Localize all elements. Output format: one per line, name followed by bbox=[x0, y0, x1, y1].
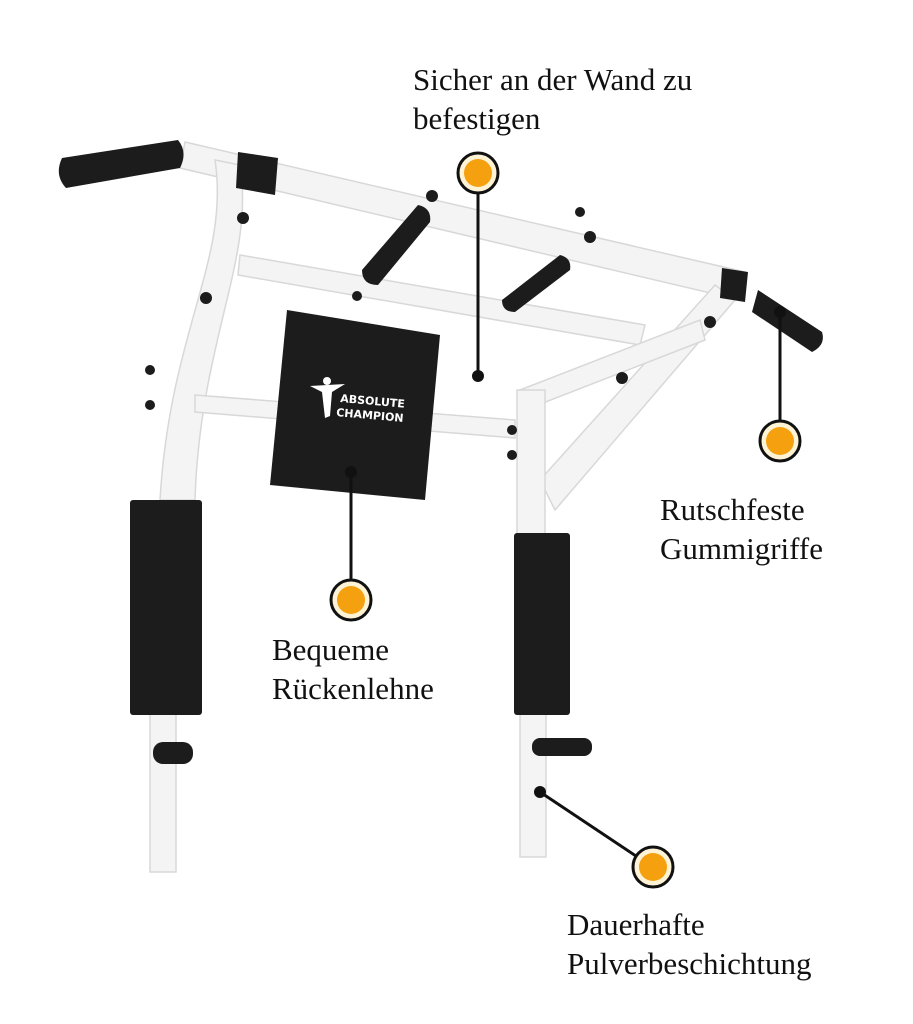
brand-logo: ABSOLUTE CHAMPION bbox=[310, 377, 405, 425]
right-grip bbox=[752, 290, 823, 352]
callout-line: Rückenlehne bbox=[272, 671, 434, 706]
left-leg bbox=[149, 711, 177, 873]
left-step bbox=[153, 742, 193, 764]
leader-lines bbox=[349, 192, 782, 858]
marker-wall-mount bbox=[456, 151, 500, 195]
right-armpad bbox=[514, 533, 570, 715]
left-grip bbox=[58, 140, 184, 188]
right-step bbox=[532, 738, 592, 756]
svg-text:ABSOLUTE: ABSOLUTE bbox=[340, 392, 406, 411]
callout-line: Pulverbeschichtung bbox=[567, 946, 812, 981]
callout-line: Dauerhafte bbox=[567, 907, 705, 942]
callout-markers bbox=[329, 151, 802, 889]
anchor-dots bbox=[345, 306, 786, 798]
left-corner-cap bbox=[236, 152, 278, 195]
frame bbox=[149, 141, 746, 873]
callout-line: Rutschfeste bbox=[660, 492, 805, 527]
callout-grips: Rutschfeste Gummigriffe bbox=[660, 490, 823, 568]
marker-grips bbox=[758, 419, 802, 463]
callout-line: Gummigriffe bbox=[660, 531, 824, 566]
middle-grip-left bbox=[362, 205, 431, 285]
callout-coating: Dauerhafte Pulverbeschichtung bbox=[567, 905, 812, 983]
right-leg bbox=[519, 711, 547, 858]
marker-backrest bbox=[329, 578, 373, 622]
pads-and-grips bbox=[58, 140, 823, 764]
marker-coating bbox=[631, 845, 675, 889]
right-upright bbox=[516, 389, 546, 541]
left-upright bbox=[159, 159, 244, 501]
middle-grip-right bbox=[502, 255, 571, 312]
svg-text:CHAMPION: CHAMPION bbox=[336, 406, 404, 425]
right-corner-cap bbox=[720, 268, 748, 302]
callout-line: befestigen bbox=[413, 101, 541, 136]
callout-wall-mount: Sicher an der Wand zu befestigen bbox=[413, 60, 692, 138]
callout-line: Bequeme bbox=[272, 632, 390, 667]
callout-backrest: Bequeme Rückenlehne bbox=[272, 630, 434, 708]
callout-line: Sicher an der Wand zu bbox=[413, 62, 693, 97]
backrest-pad bbox=[270, 310, 440, 500]
left-armpad bbox=[130, 500, 202, 715]
